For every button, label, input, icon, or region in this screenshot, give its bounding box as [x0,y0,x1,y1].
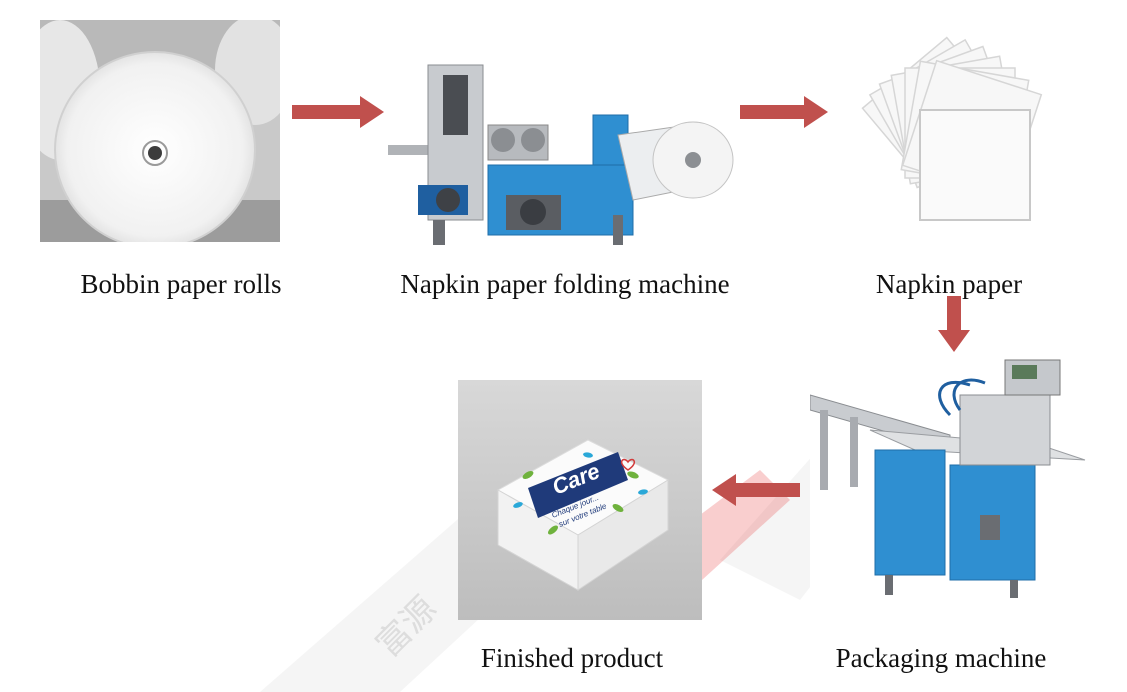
finished-product-label: Finished product [480,643,664,673]
bobbin-paper-rolls-label: Bobbin paper rolls [80,269,282,299]
napkin-paper-image [845,20,1065,240]
arrow-packaging-to-finished [712,474,800,506]
packaging-machine-label: Packaging machine [835,643,1047,673]
bobbin-paper-rolls-image [40,20,280,242]
watermark-text: 富源 [368,588,445,666]
napkin-folding-machine-image [388,55,738,250]
arrow-napkin-to-packaging [938,296,970,352]
napkin-paper-label: Napkin paper [875,269,1023,299]
packaging-machine-image [810,355,1090,600]
napkin-folding-machine-label: Napkin paper folding machine [400,269,730,299]
arrow-folding-to-napkin [740,96,828,128]
arrow-bobbin-to-folding [292,96,384,128]
finished-product-image: Care Chaque jour... sur votre table [458,380,702,620]
